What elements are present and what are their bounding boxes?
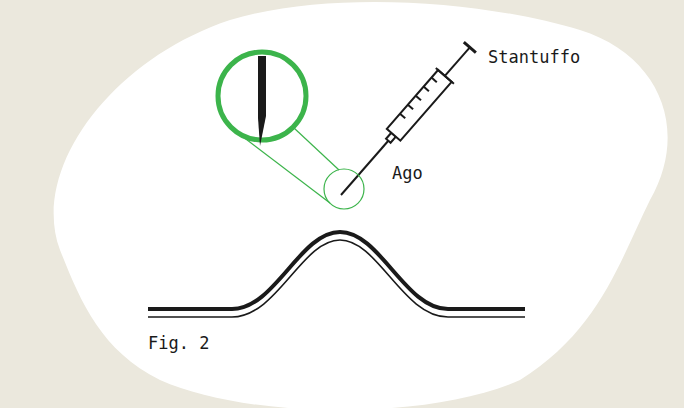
white-blob [54, 2, 668, 408]
syringe [332, 39, 479, 202]
part-label: Ago [392, 163, 423, 183]
magnifier [218, 52, 364, 209]
part-label: Stantuffo [488, 47, 580, 67]
part-label: Fig. 2 [148, 333, 209, 353]
skin-bump [148, 232, 525, 317]
